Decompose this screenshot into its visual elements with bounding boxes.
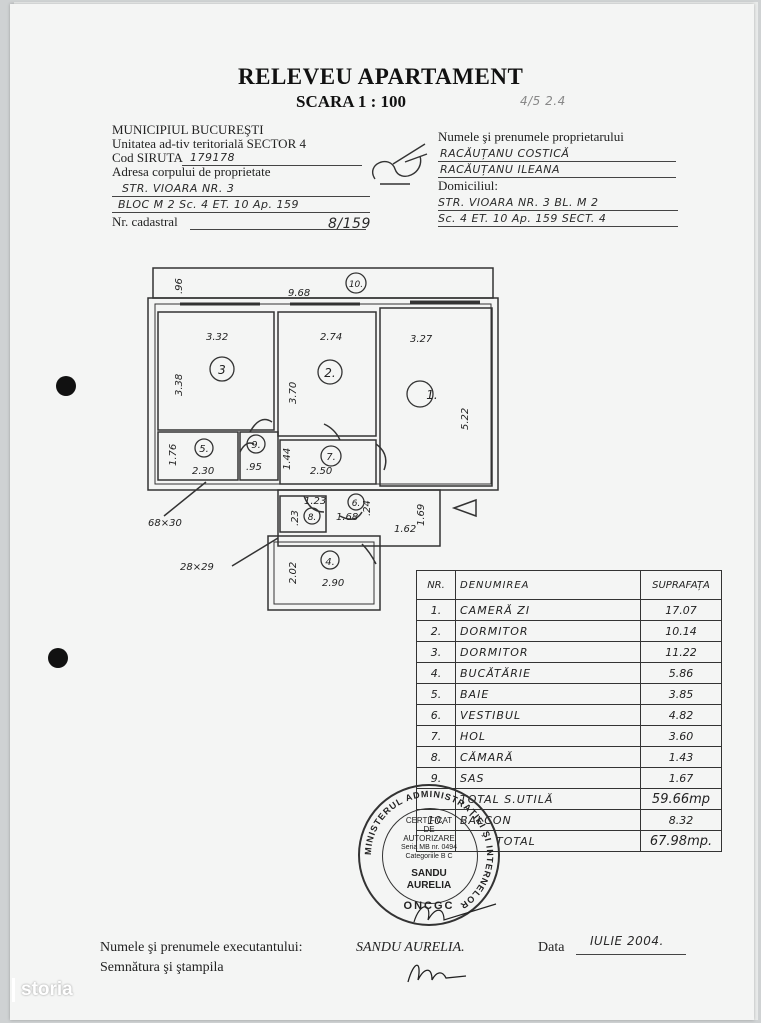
executor-name: SANDU AURELIA. [356,940,465,955]
dim-vestibule-b: .24 [362,500,373,516]
dim-room1-width: 3.27 [410,334,433,345]
dim-room2-width: 2.74 [320,332,342,343]
handwritten-note: 4/5 2.4 [520,94,566,108]
dim-room2-depth: 3.70 [288,382,299,404]
cadastral-label: Nr. cadastral [112,214,178,229]
storia-watermark: storia [12,978,73,1002]
stamp-line-2: DE [423,825,435,834]
room-6-label: 6. [352,499,361,509]
date-value: IULIE 2004. [590,934,664,948]
domicile-label: Domiciliul: [438,178,498,193]
document-title: RELEVEU APARTAMENT [238,64,524,89]
owner-label: Numele şi prenumele proprietarului [438,129,624,144]
small-stamp-sketch [372,143,428,185]
annotation-window-1: 68×30 [148,518,182,529]
stamp-line-3: AUTORIZARE [403,834,455,843]
room-8-label: 8. [308,513,317,523]
address-line-2: BLOC M 2 Sc. 4 ET. 10 Ap. 159 [118,198,300,211]
dim-room3-depth: 3.38 [174,374,185,396]
dim-room1-depth: 5.22 [460,408,471,430]
date-label: Data [538,940,565,955]
dim-balcony-length: 9.68 [288,288,310,299]
dim-hall-width: 2.50 [310,466,332,477]
dim-kitchen-width: 2.90 [322,578,344,589]
header-area: SUPRAFAȚA [640,570,722,600]
dim-pantry-width: 1.23 [304,496,326,507]
dim-vestibule-width: 1.62 [394,524,416,535]
storia-wordmark: storia [21,979,73,1000]
dim-balcony-depth: .96 [174,278,185,294]
annotation-window-2: 28×29 [180,562,214,573]
owner-name-2: RACĂUȚANU ILEANA [440,163,561,176]
dim-vestibule-a: 1.68 [336,512,358,523]
dim-bath-width: 2.30 [192,466,214,477]
dim-kitchen-depth: 2.02 [288,562,299,584]
executor-label: Numele şi prenumele executantului: [100,940,303,955]
room-4-label: 4. [325,557,335,568]
stamp-signature [413,903,497,923]
stamp-name-2: AURELIA [406,880,452,891]
stamp-line-5: Categoriile B C [405,853,453,860]
address-label: Adresa corpului de proprietate [112,164,271,179]
owner-name-1: RACĂUȚANU COSTICĂ [440,147,570,160]
dim-vestibule-depth: 1.69 [416,504,427,526]
domicile-line-2: Sc. 4 ET. 10 Ap. 159 SECT. 4 [438,212,607,225]
room-5-label: 5. [199,444,209,455]
address-line-1: STR. VIOARA NR. 3 [122,182,235,195]
scale-label: SCARA 1 : 100 [296,92,407,111]
floor-plan: 1. 2. 3 4. 5. 6. 7. 8. 9. 10. 9.68 .96 3… [147,267,499,611]
header-name: DENUMIREA [455,570,641,600]
dim-sas-width: .95 [246,462,262,473]
admin-unit: Unitatea ad-tiv teritorială SECTOR 4 [112,136,306,151]
punch-hole-top [56,376,76,396]
header-nr: NR. [416,570,456,600]
dim-bath-depth: 1.76 [168,444,179,466]
document-sheet: RELEVEU APARTAMENT SCARA 1 : 100 4/5 2.4… [10,4,754,1020]
room-9-label: 9. [251,440,261,451]
domicile-line-1: STR. VIOARA NR. 3 BL. M 2 [438,196,599,209]
signature-label: Semnătura şi ştampila [100,960,224,975]
dim-room3-width: 3.32 [206,332,228,343]
room-7-label: 7. [326,452,336,463]
room-2-label: 2. [324,366,335,380]
punch-hole-bottom [48,648,68,668]
siruta-value: 179178 [190,151,235,164]
municipality-name: MUNICIPIUL BUCUREŞTI [112,122,264,137]
stamp-line-4: Seria MB nr. 0494 [400,844,458,851]
stamp-bottom-text: ONCGC [403,900,455,912]
signature [407,964,467,983]
siruta-label: Cod SIRUTA [112,150,183,165]
stamp-line-1: CERTIFICAT [405,816,453,825]
room-10-label: 10. [349,280,363,290]
room-3-label: 3 [218,363,226,377]
cadastral-value: 8/159 [328,216,371,232]
dim-pantry-offset: .23 [290,510,301,526]
dim-hall-depth: 1.44 [282,448,293,470]
storia-logo-icon [12,978,15,1002]
room-1-label: 1. [426,388,437,402]
stamp-name-1: SANDU [411,868,447,879]
official-stamp: MINISTERUL ADMINISTRAŢIEI ŞI INTERNELOR … [358,784,500,926]
